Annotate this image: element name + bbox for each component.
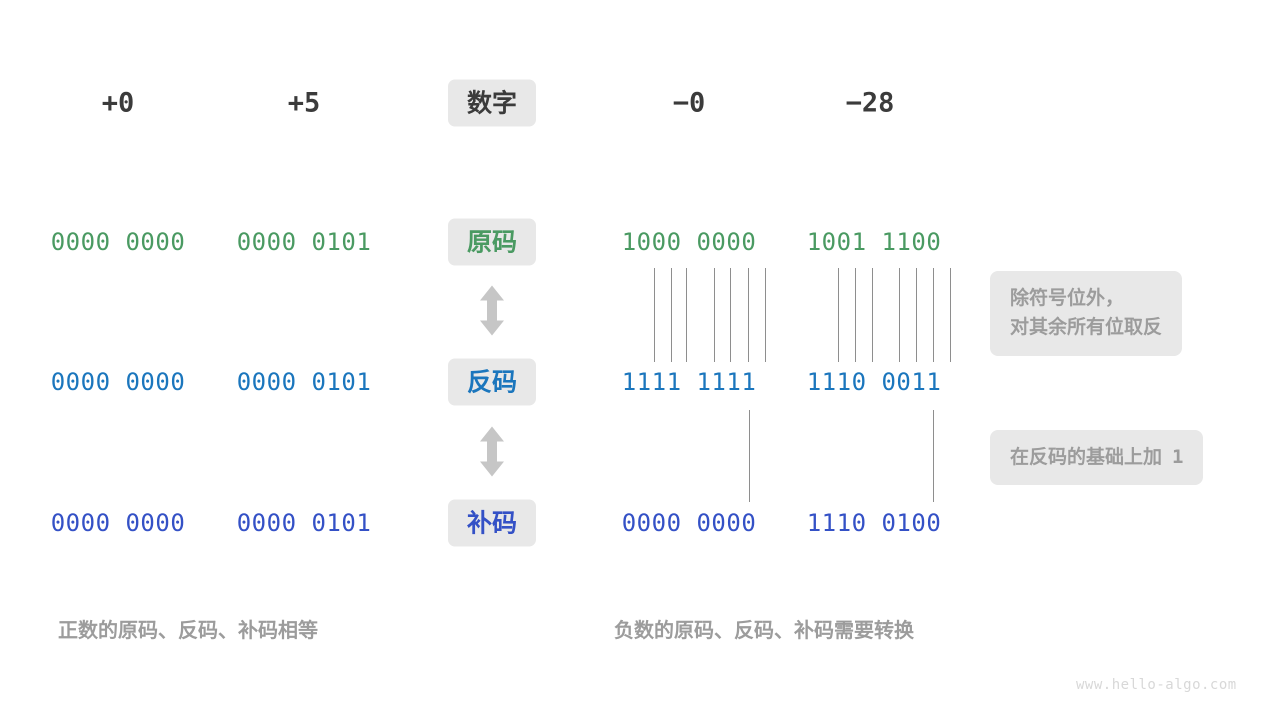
connector-line-invert bbox=[714, 268, 715, 362]
connector-line-invert bbox=[671, 268, 672, 362]
bits-ones-complement-plus-five: 0000 0101 bbox=[236, 368, 372, 396]
caption-positive-numbers: 正数的原码、反码、补码相等 bbox=[58, 618, 318, 642]
row-label-chip-ones-complement: 反码 bbox=[447, 358, 537, 406]
note-invert-line-2: 对其余所有位取反 bbox=[1010, 316, 1163, 339]
bits-sign-magnitude-minus-twentyeight: 1001 1100 bbox=[806, 228, 942, 256]
header-column-minus-zero: −0 bbox=[672, 87, 706, 119]
note-add-one-text: 在反码的基础上加 bbox=[1010, 446, 1163, 468]
bits-twos-complement-plus-five: 0000 0101 bbox=[236, 509, 372, 537]
connector-line-invert bbox=[686, 268, 687, 362]
connector-line-invert bbox=[855, 268, 856, 362]
bits-twos-complement-minus-zero: 0000 0000 bbox=[621, 509, 757, 537]
header-column-plus-five: +5 bbox=[287, 87, 321, 119]
connector-line-add-one bbox=[749, 410, 750, 502]
connector-line-invert bbox=[730, 268, 731, 362]
connector-line-invert bbox=[899, 268, 900, 362]
header-column-plus-zero: +0 bbox=[101, 87, 135, 119]
connector-line-add-one bbox=[933, 410, 934, 502]
connector-line-invert bbox=[916, 268, 917, 362]
connector-line-invert bbox=[838, 268, 839, 362]
row-label-chip-twos-complement: 补码 bbox=[447, 499, 537, 547]
connector-line-invert bbox=[950, 268, 951, 362]
row-label-chip-sign-magnitude: 原码 bbox=[447, 218, 537, 266]
connector-line-invert bbox=[765, 268, 766, 362]
ones-to-twos-arrow-icon bbox=[479, 426, 505, 483]
bits-sign-magnitude-minus-zero: 1000 0000 bbox=[621, 228, 757, 256]
connector-line-invert bbox=[654, 268, 655, 362]
bits-ones-complement-plus-zero: 0000 0000 bbox=[50, 368, 186, 396]
caption-negative-numbers: 负数的原码、反码、补码需要转换 bbox=[614, 618, 914, 642]
bits-twos-complement-plus-zero: 0000 0000 bbox=[50, 509, 186, 537]
connector-line-invert bbox=[872, 268, 873, 362]
connector-line-invert bbox=[748, 268, 749, 362]
bits-sign-magnitude-plus-zero: 0000 0000 bbox=[50, 228, 186, 256]
site-watermark: www.hello-algo.com bbox=[1076, 677, 1237, 693]
note-add-one: 在反码的基础上加 1 bbox=[990, 430, 1204, 486]
sign-to-ones-arrow-icon bbox=[479, 285, 505, 342]
note-invert-line-1: 除符号位外， bbox=[1010, 287, 1125, 309]
bits-ones-complement-minus-twentyeight: 1110 0011 bbox=[806, 368, 942, 396]
bits-ones-complement-minus-zero: 1111 1111 bbox=[621, 368, 757, 396]
bits-sign-magnitude-plus-five: 0000 0101 bbox=[236, 228, 372, 256]
row-header-chip-number: 数字 bbox=[447, 79, 537, 127]
note-invert-bits: 除符号位外， 对其余所有位取反 bbox=[990, 271, 1183, 356]
connector-line-invert bbox=[933, 268, 934, 362]
note-add-one-value: 1 bbox=[1172, 446, 1184, 468]
bits-twos-complement-minus-twentyeight: 1110 0100 bbox=[806, 509, 942, 537]
header-column-minus-twentyeight: −28 bbox=[845, 87, 895, 119]
